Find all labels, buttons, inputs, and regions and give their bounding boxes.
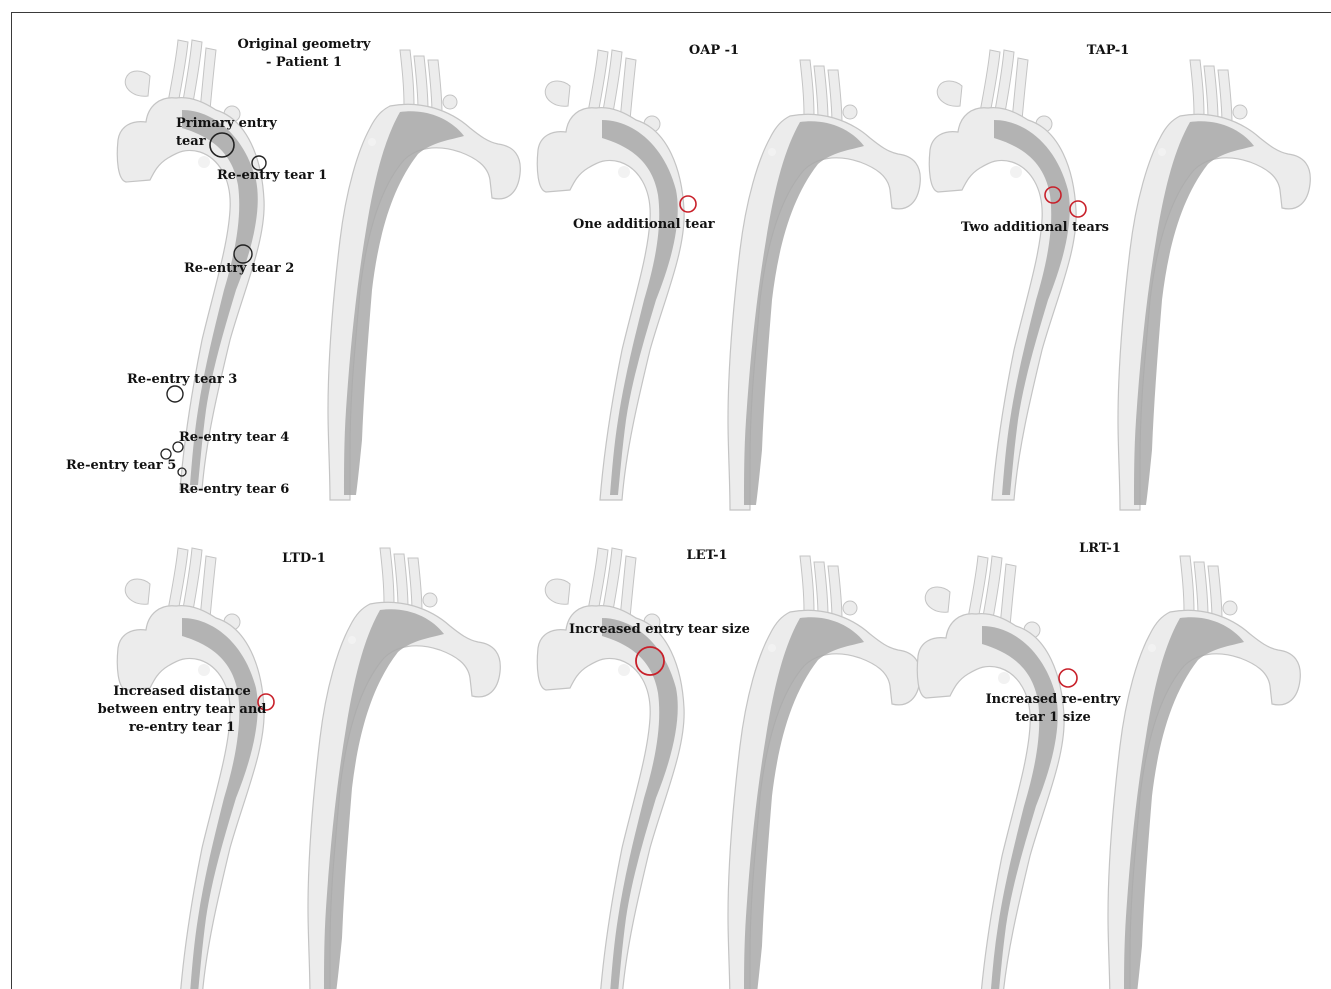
ltd-front-view <box>117 548 264 989</box>
original-title-line1: Original geometry <box>238 36 371 53</box>
primary-entry-tear-label-line1: Primary entry <box>176 115 277 132</box>
oap-front-view <box>537 50 684 500</box>
ltd-annotation-line1: Increased distance <box>113 683 251 700</box>
oap-annotation: One additional tear <box>573 216 715 233</box>
ltd-annotation-line2: between entry tear and <box>98 701 267 718</box>
lrt-reentry-tear-marker <box>1059 669 1077 687</box>
ltd-annotation-line3: re-entry tear 1 <box>129 719 235 736</box>
reentry-tear-6-label: Re-entry tear 6 <box>179 481 289 498</box>
lrt-title: LRT-1 <box>1079 540 1121 557</box>
let-title: LET-1 <box>686 547 727 564</box>
tap-front-view <box>929 50 1076 500</box>
original-title-line2: - Patient 1 <box>266 54 342 71</box>
oap-rear-view <box>728 60 920 510</box>
lrt-rear-view <box>1108 556 1300 989</box>
lrt-front-view <box>917 556 1064 989</box>
lrt-annotation-line1: Increased re-entry <box>986 691 1121 708</box>
ltd-rear-view <box>308 548 500 989</box>
lrt-annotation-line2: tear 1 size <box>1015 709 1091 726</box>
original-rear-view <box>328 50 520 500</box>
let-rear-view <box>728 556 920 989</box>
ltd-title: LTD-1 <box>282 550 326 567</box>
reentry-tear-5-label: Re-entry tear 5 <box>66 457 176 474</box>
let-front-view <box>537 548 684 989</box>
reentry-tear-3-label: Re-entry tear 3 <box>127 371 237 388</box>
tap-rear-view <box>1118 60 1310 510</box>
oap-title: OAP -1 <box>689 42 739 59</box>
reentry-tear-1-label: Re-entry tear 1 <box>217 167 327 184</box>
let-annotation: Increased entry tear size <box>569 621 750 638</box>
primary-entry-tear-label-line2: tear <box>176 133 206 150</box>
tap-annotation: Two additional tears <box>961 219 1109 236</box>
reentry-tear-3-marker <box>167 386 183 402</box>
reentry-tear-4-label: Re-entry tear 4 <box>179 429 289 446</box>
tap-title: TAP-1 <box>1087 42 1130 59</box>
reentry-tear-2-label: Re-entry tear 2 <box>184 260 294 277</box>
